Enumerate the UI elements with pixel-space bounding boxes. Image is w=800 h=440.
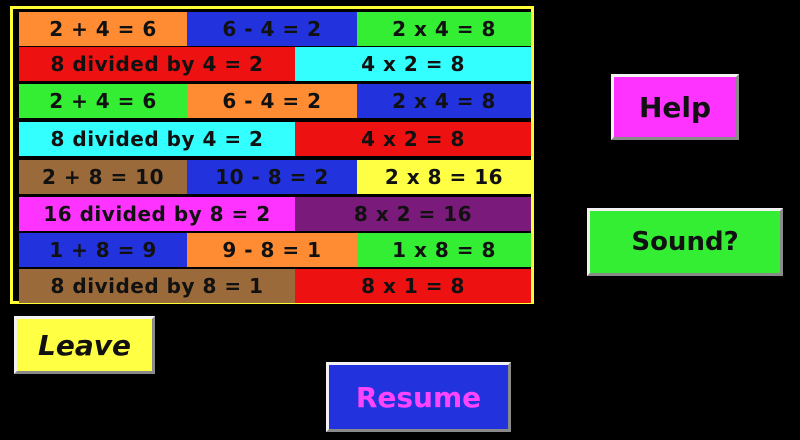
equation-tile[interactable]: 1 + 8 = 9 [19,233,187,267]
equation-tile[interactable]: 10 - 8 = 2 [187,160,357,194]
equation-tile[interactable]: 4 x 2 = 8 [295,47,531,81]
equation-board: 2 + 4 = 6 6 - 4 = 2 2 x 4 = 8 8 divided … [10,6,534,304]
equation-tile[interactable]: 4 x 2 = 8 [295,122,531,156]
equation-tile[interactable]: 8 divided by 8 = 1 [19,269,295,303]
equation-tile[interactable]: 1 x 8 = 8 [357,233,531,267]
equation-row: 2 + 4 = 6 6 - 4 = 2 2 x 4 = 8 [19,12,531,46]
equation-row: 8 divided by 8 = 1 8 x 1 = 8 [19,269,531,303]
equation-tile[interactable]: 2 x 8 = 16 [357,160,531,194]
equation-tile[interactable]: 2 x 4 = 8 [357,12,531,46]
equation-tile[interactable]: 8 divided by 4 = 2 [19,122,295,156]
equation-tile[interactable]: 6 - 4 = 2 [187,12,357,46]
equation-row: 2 + 4 = 6 6 - 4 = 2 2 x 4 = 8 [19,84,531,118]
leave-button[interactable]: Leave [14,316,155,374]
equation-tile[interactable]: 8 x 1 = 8 [295,269,531,303]
equation-row: 1 + 8 = 9 9 - 8 = 1 1 x 8 = 8 [19,233,531,267]
equation-row: 2 + 8 = 10 10 - 8 = 2 2 x 8 = 16 [19,160,531,194]
equation-tile[interactable]: 16 divided by 8 = 2 [19,197,295,231]
help-button[interactable]: Help [611,74,739,140]
equation-row: 8 divided by 4 = 2 4 x 2 = 8 [19,47,531,81]
equation-tile[interactable]: 8 divided by 4 = 2 [19,47,295,81]
equation-row: 8 divided by 4 = 2 4 x 2 = 8 [19,122,531,156]
resume-button[interactable]: Resume [326,362,511,432]
sound-toggle-button[interactable]: Sound? [587,208,783,276]
equation-tile[interactable]: 6 - 4 = 2 [187,84,357,118]
equation-row: 16 divided by 8 = 2 8 x 2 = 16 [19,197,531,231]
equation-tile[interactable]: 2 + 8 = 10 [19,160,187,194]
equation-tile[interactable]: 2 x 4 = 8 [357,84,531,118]
equation-tile[interactable]: 9 - 8 = 1 [187,233,357,267]
equation-tile[interactable]: 2 + 4 = 6 [19,12,187,46]
equation-tile[interactable]: 8 x 2 = 16 [295,197,531,231]
equation-tile[interactable]: 2 + 4 = 6 [19,84,187,118]
